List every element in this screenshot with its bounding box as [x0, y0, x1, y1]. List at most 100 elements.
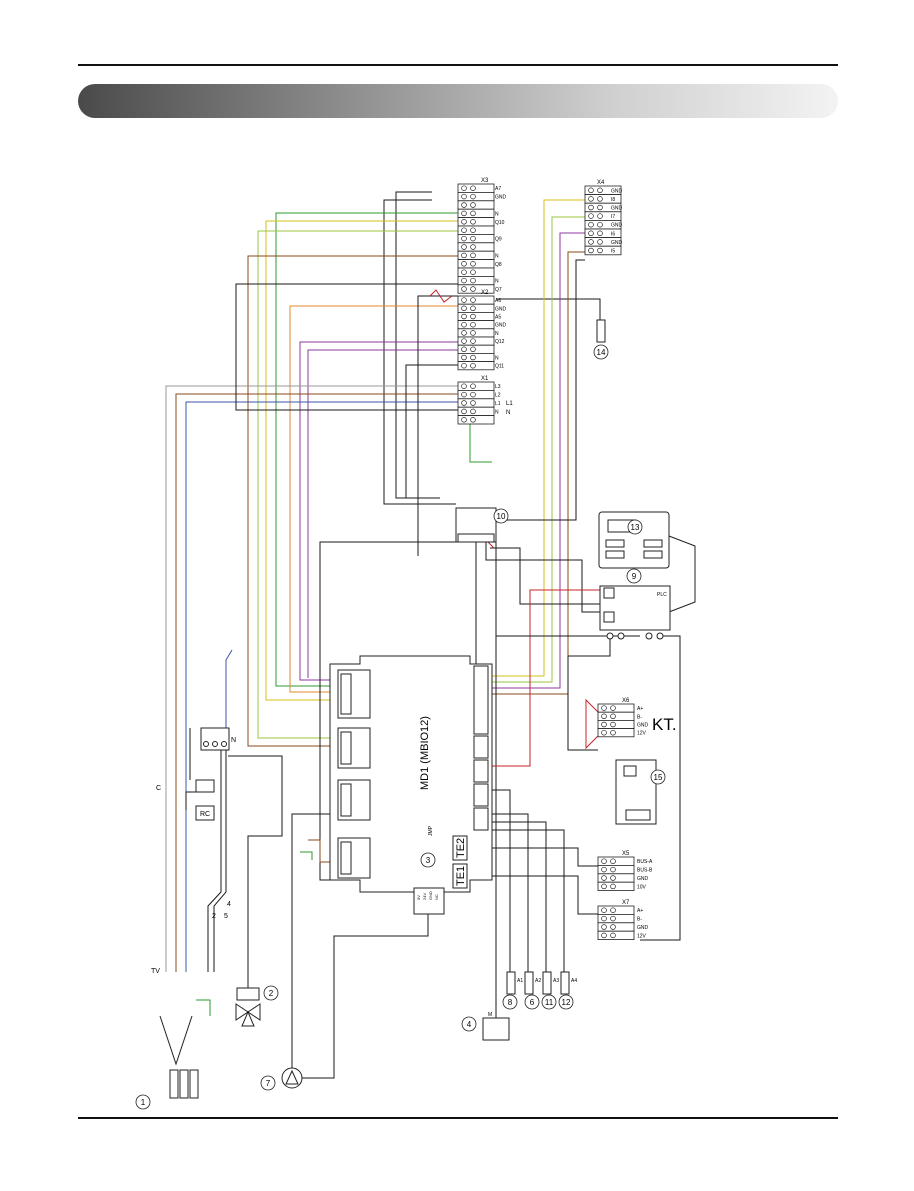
terminal-x4-row: I5	[584, 245, 622, 256]
terminal-x4-label: GND	[611, 223, 623, 229]
controller-name: MD1 (MBIO12)	[419, 716, 431, 790]
terminal-x3-row: Q9	[457, 233, 502, 244]
terminal-x7-row: A+	[597, 905, 643, 915]
terminal-x6-row: 12V	[597, 728, 647, 738]
wire	[275, 212, 458, 687]
terminal-x4-title: X4	[597, 180, 605, 186]
jmp-label: JMP	[428, 825, 434, 836]
terminal-x3-row	[457, 267, 495, 277]
wire	[247, 255, 458, 747]
motor-m: M	[482, 1012, 510, 1041]
wire	[175, 393, 458, 972]
terminal-x3-row: Q7	[457, 284, 502, 294]
wire	[213, 742, 227, 972]
callout: 7	[260, 1075, 276, 1091]
terminal-x6-title: X6	[622, 698, 630, 704]
terminal-x4-row: GND	[584, 185, 623, 196]
terminal-x4-label: I8	[611, 197, 615, 203]
terminal-x7-row: 12V	[597, 930, 647, 941]
terminal-x2-label: Q11	[495, 364, 504, 370]
m-label: M	[488, 1012, 492, 1018]
terminal-x7-title: X7	[622, 900, 630, 906]
probe-a4: A4	[560, 971, 577, 995]
terminal-x1-label: L3	[495, 384, 501, 390]
te1-label: TE1	[455, 866, 467, 886]
power-supply-unit	[159, 1015, 199, 1099]
wire	[185, 401, 458, 972]
section-header-bar	[78, 84, 838, 118]
n-label: N	[231, 737, 236, 744]
probe-a2-top	[596, 319, 606, 343]
sensor-te2: TE2	[452, 835, 468, 861]
terminal-x1-label: N	[495, 409, 499, 415]
contactor-c: C RC	[156, 779, 215, 821]
terminal-x6-label: B-	[637, 714, 642, 720]
terminal-x4-row: I6	[584, 228, 622, 239]
terminal-x5-label: BUS-B	[637, 868, 653, 874]
callout: 2	[263, 985, 279, 1001]
wire	[289, 305, 458, 693]
terminal-x2-label: A6	[495, 298, 501, 304]
terminal-x5-label: GND	[637, 876, 649, 882]
a3-label: A3	[553, 978, 559, 984]
terminal-x1-label: L2	[495, 393, 501, 399]
power-label-24v: 24V	[422, 893, 427, 900]
callout-number: 10	[497, 512, 506, 521]
right-terminal-strip	[473, 665, 489, 831]
top-rule	[78, 64, 838, 66]
wire	[207, 742, 222, 972]
sensor-te1: TE1	[452, 863, 468, 889]
wires	[165, 191, 681, 1079]
a1-label: A1	[517, 978, 523, 984]
wire	[488, 821, 547, 972]
terminal-x2-row	[457, 344, 495, 354]
terminal-x2-row: GND	[457, 320, 507, 330]
terminal-x1-title: X1	[481, 376, 489, 382]
x1-side-label-l1: L1	[506, 401, 513, 407]
wire	[488, 829, 565, 972]
terminal-x5-title: X5	[622, 851, 630, 857]
relay-group-2	[337, 727, 371, 769]
wire	[490, 547, 606, 605]
terminal-x3-row	[457, 225, 495, 235]
power-label-0v: 0V	[416, 895, 421, 900]
wire	[485, 542, 604, 613]
terminal-x4-label: GND	[611, 240, 623, 246]
wire	[165, 385, 458, 972]
callout-number: 6	[530, 998, 535, 1007]
wire	[300, 851, 313, 860]
wire	[265, 220, 458, 701]
controller-md1: MD1 (MBIO12) JMP 0V 24V G	[329, 655, 493, 915]
plc-label: PLC	[657, 592, 667, 598]
callout-number: 2	[269, 989, 274, 998]
wire	[299, 341, 458, 681]
wire	[488, 813, 529, 972]
terminal-x7-label: 12V	[637, 933, 647, 939]
callout: 11	[541, 994, 557, 1010]
terminal-x3-label: Q10	[495, 220, 505, 226]
terminal-x2-label: GND	[495, 323, 507, 329]
plc-module: PLC	[599, 585, 671, 640]
callout-number: 1	[141, 1098, 146, 1107]
module-board	[615, 759, 657, 825]
callout: 4	[461, 1016, 477, 1032]
callout-number: 3	[426, 856, 431, 865]
probe-a2: A2	[524, 971, 541, 995]
c-label: C	[156, 785, 161, 792]
terminal-x1-label: L1	[495, 401, 501, 407]
connector-hub	[455, 507, 497, 543]
terminal-x3-label: Q7	[495, 287, 502, 293]
wire-label-2: 2	[212, 913, 216, 920]
terminal-x3-label: N	[495, 279, 499, 285]
terminal-x3-row: Q8	[457, 259, 502, 269]
wire-label-4: 4	[227, 901, 231, 908]
terminal-x1-row: L1	[457, 398, 501, 408]
wire	[225, 649, 233, 750]
terminal-x3-row: GND	[457, 191, 507, 202]
terminal-x4-label: I7	[611, 214, 615, 220]
probe-a1: A1	[506, 971, 523, 995]
terminal-x2-row: GND	[457, 303, 507, 313]
